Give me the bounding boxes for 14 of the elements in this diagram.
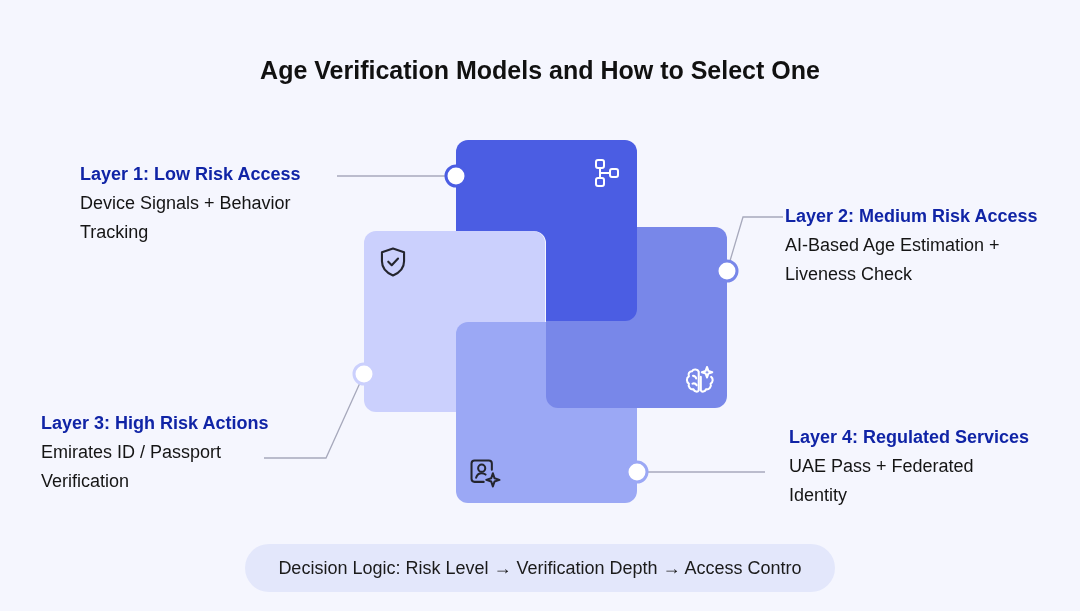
callout-heading: Layer 2: Medium Risk Access: [785, 205, 1038, 228]
callout-heading: Layer 1: Low Risk Access: [80, 163, 301, 186]
leader-line: [336, 164, 468, 188]
callout-text: UAE Pass + Federated Identity: [789, 455, 975, 507]
leader-line: [715, 216, 784, 283]
callout-heading: Layer 4: Regulated Services: [789, 426, 1030, 449]
callout-text: Emirates ID / Passport Verification: [41, 441, 223, 493]
callout-heading: Layer 3: High Risk Actions: [41, 412, 269, 435]
callout-text: Device Signals + Behavior Tracking: [80, 192, 292, 244]
callout-text: AI-Based Age Estimation + Liveness Check: [785, 234, 1001, 286]
leader-line: [263, 362, 376, 459]
info-banner: Decision Logic: Risk Level → Verification Depth → Access Contro: [245, 544, 835, 592]
title: Age Verification Models and How to Select One: [260, 55, 820, 86]
leader-line: [625, 460, 766, 484]
